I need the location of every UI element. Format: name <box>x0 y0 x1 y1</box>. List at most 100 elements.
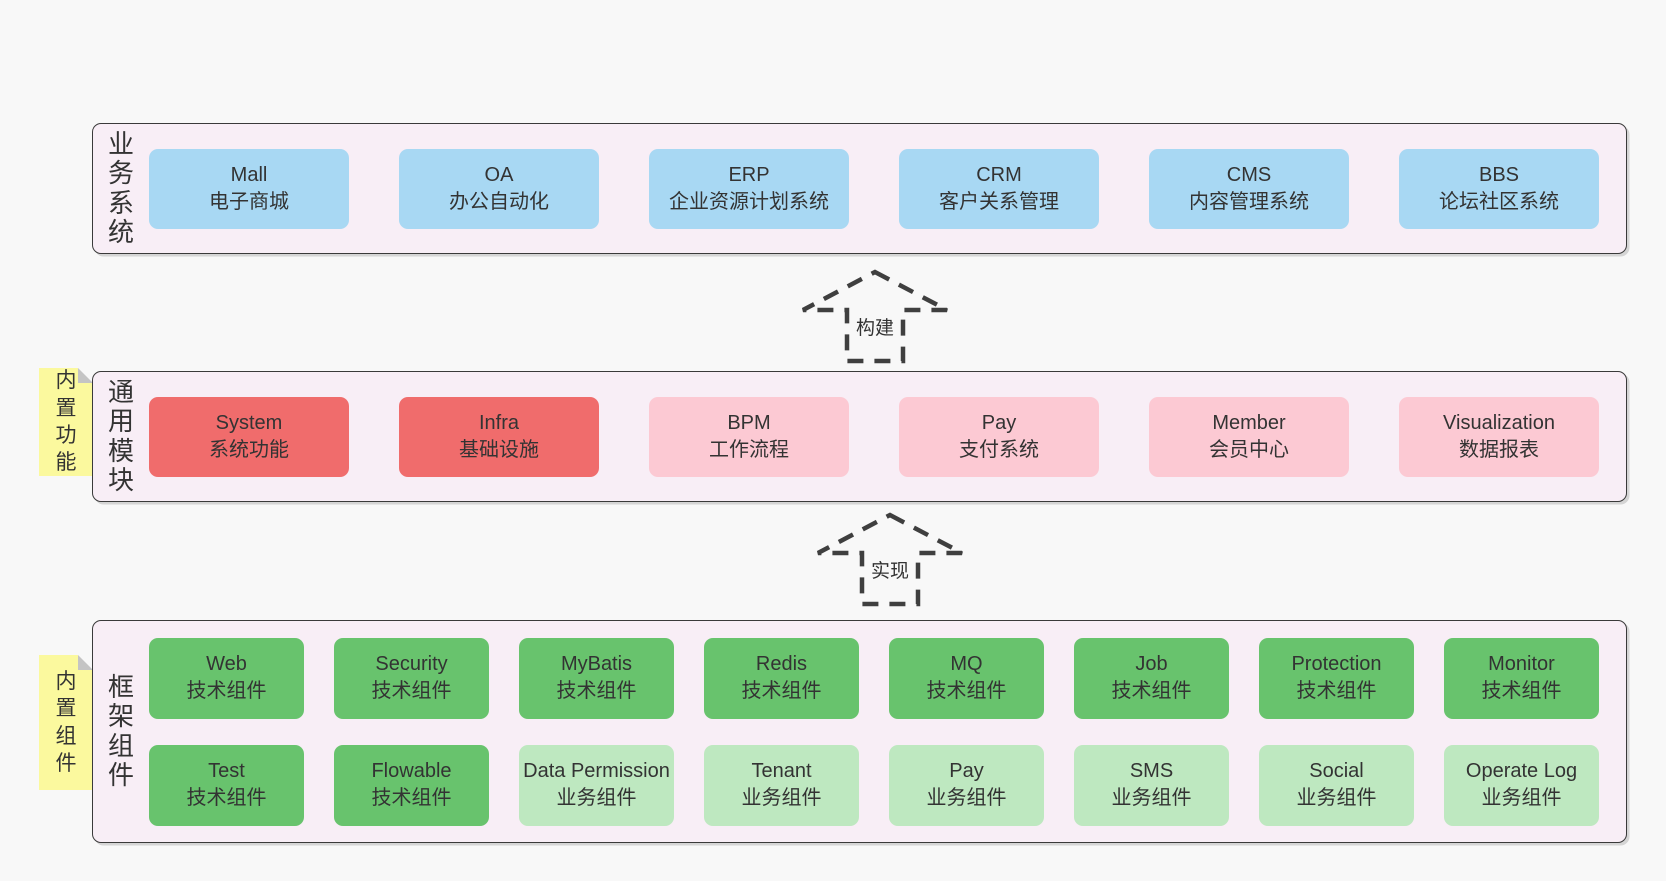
module-name-en: Tenant <box>751 760 812 782</box>
module-name-zh: 业务组件 <box>1296 787 1377 809</box>
band-business-systems-label: 业务系统 <box>93 124 149 253</box>
module-box-system: System 系统功能 <box>149 396 349 477</box>
module-name-en: Web <box>206 653 247 675</box>
module-name-zh: 业务组件 <box>926 787 1007 809</box>
module-name-en: Member <box>1212 411 1286 434</box>
vertical-label-char: 模 <box>107 435 134 466</box>
vertical-label-char: 功 <box>55 424 77 447</box>
module-name-en: CMS <box>1226 163 1272 186</box>
module-box-tenant: Tenant 业务组件 <box>704 744 859 826</box>
module-box-oa: OA 办公自动化 <box>399 148 599 229</box>
module-name-zh: 技术组件 <box>556 680 637 702</box>
module-name-en: Visualization <box>1443 411 1555 434</box>
module-name-en: ERP <box>728 163 770 186</box>
vertical-label-char: 系 <box>107 187 134 218</box>
module-box-visualization: Visualization 数据报表 <box>1399 396 1599 477</box>
module-name-en: Pay <box>949 760 984 782</box>
module-name-zh: 数据报表 <box>1459 438 1539 461</box>
module-name-en: Social <box>1309 760 1364 782</box>
module-name-zh: 业务组件 <box>1481 787 1562 809</box>
module-name-zh: 内容管理系统 <box>1189 190 1309 213</box>
module-name-en: OA <box>484 163 514 186</box>
vertical-label-char: 件 <box>107 759 134 790</box>
module-box-cms: CMS 内容管理系统 <box>1149 148 1349 229</box>
module-name-en: MyBatis <box>560 653 633 675</box>
module-name-zh: 技术组件 <box>741 680 822 702</box>
arrow-implement: 实现 <box>815 512 965 607</box>
module-box-pay: Pay 支付系统 <box>899 396 1099 477</box>
module-name-zh: 办公自动化 <box>449 190 549 213</box>
module-name-zh: 支付系统 <box>959 438 1039 461</box>
vertical-label-char: 业 <box>107 129 134 160</box>
module-name-zh: 技术组件 <box>1481 680 1562 702</box>
module-name-zh: 电子商城 <box>209 190 289 213</box>
vertical-label-char: 块 <box>107 464 134 495</box>
vertical-label-char: 内 <box>55 369 77 393</box>
module-name-zh: 系统功能 <box>209 438 289 461</box>
module-name-en: Pay <box>981 411 1017 434</box>
sticky-built-in-features: 内置功能 <box>39 368 93 476</box>
dashed-up-arrow-icon <box>816 512 964 607</box>
module-name-en: Test <box>208 760 245 782</box>
band-business-systems: 业务系统 Mall 电子商城 OA 办公自动化 ERP 企业资源计划系统 CRM 客户关系管理… <box>92 123 1627 254</box>
vertical-label-char: 组 <box>107 730 134 761</box>
module-name-zh: 论坛社区系统 <box>1439 190 1559 213</box>
module-name-zh: 技术组件 <box>926 680 1007 702</box>
module-name-zh: 会员中心 <box>1209 438 1289 461</box>
module-name-en: Protection <box>1291 653 1382 675</box>
module-name-en: Security <box>375 653 448 675</box>
band-framework-components-label: 框架组件 <box>93 621 149 842</box>
module-name-en: Mall <box>230 163 268 186</box>
module-name-en: Infra <box>478 411 520 434</box>
module-name-zh: 技术组件 <box>186 680 267 702</box>
module-box-mall: Mall 电子商城 <box>149 148 349 229</box>
band-business-systems-boxes: Mall 电子商城 OA 办公自动化 ERP 企业资源计划系统 CRM 客户关系管理 CMS 内容… <box>149 124 1626 253</box>
module-name-en: BBS <box>1478 163 1520 186</box>
module-name-zh: 基础设施 <box>459 438 539 461</box>
band-common-modules-label: 通用模块 <box>93 372 149 501</box>
module-box-bbs: BBS 论坛社区系统 <box>1399 148 1599 229</box>
module-row: Mall 电子商城 OA 办公自动化 ERP 企业资源计划系统 CRM 客户关系管理 CMS 内容… <box>149 148 1599 229</box>
module-box-infra: Infra 基础设施 <box>399 396 599 477</box>
sticky-built-in-features-label: 内置功能 <box>56 367 77 476</box>
vertical-label-char: 置 <box>55 697 77 721</box>
module-box-operate-log: Operate Log 业务组件 <box>1444 744 1599 826</box>
module-name-en: CRM <box>976 163 1022 186</box>
dashed-up-arrow-icon <box>801 269 949 364</box>
module-box-data-permission: Data Permission 业务组件 <box>519 744 674 826</box>
vertical-label-char: 架 <box>107 701 134 732</box>
module-name-en: Redis <box>755 653 808 675</box>
module-box-web: Web 技术组件 <box>149 637 304 719</box>
vertical-label-char: 用 <box>107 406 134 437</box>
module-name-zh: 业务组件 <box>556 787 637 809</box>
vertical-label-char: 件 <box>55 751 77 775</box>
module-name-zh: 企业资源计划系统 <box>669 190 829 213</box>
module-name-en: Operate Log <box>1465 760 1578 782</box>
vertical-label-char: 务 <box>107 158 134 189</box>
module-name-en: Flowable <box>371 760 452 782</box>
module-name-en: Data Permission <box>523 760 670 782</box>
vertical-label-char: 能 <box>55 451 77 475</box>
module-name-zh: 业务组件 <box>741 787 822 809</box>
module-name-en: System <box>215 411 283 434</box>
vertical-label-char: 组 <box>55 724 77 748</box>
module-name-zh: 客户关系管理 <box>939 190 1059 213</box>
module-name-zh: 业务组件 <box>1111 787 1192 809</box>
arrow-build: 构建 <box>800 269 950 364</box>
sticky-built-in-components-label: 内置组件 <box>56 668 77 777</box>
module-box-redis: Redis 技术组件 <box>704 637 859 719</box>
vertical-label-char: 置 <box>55 396 77 420</box>
module-box-erp: ERP 企业资源计划系统 <box>649 148 849 229</box>
